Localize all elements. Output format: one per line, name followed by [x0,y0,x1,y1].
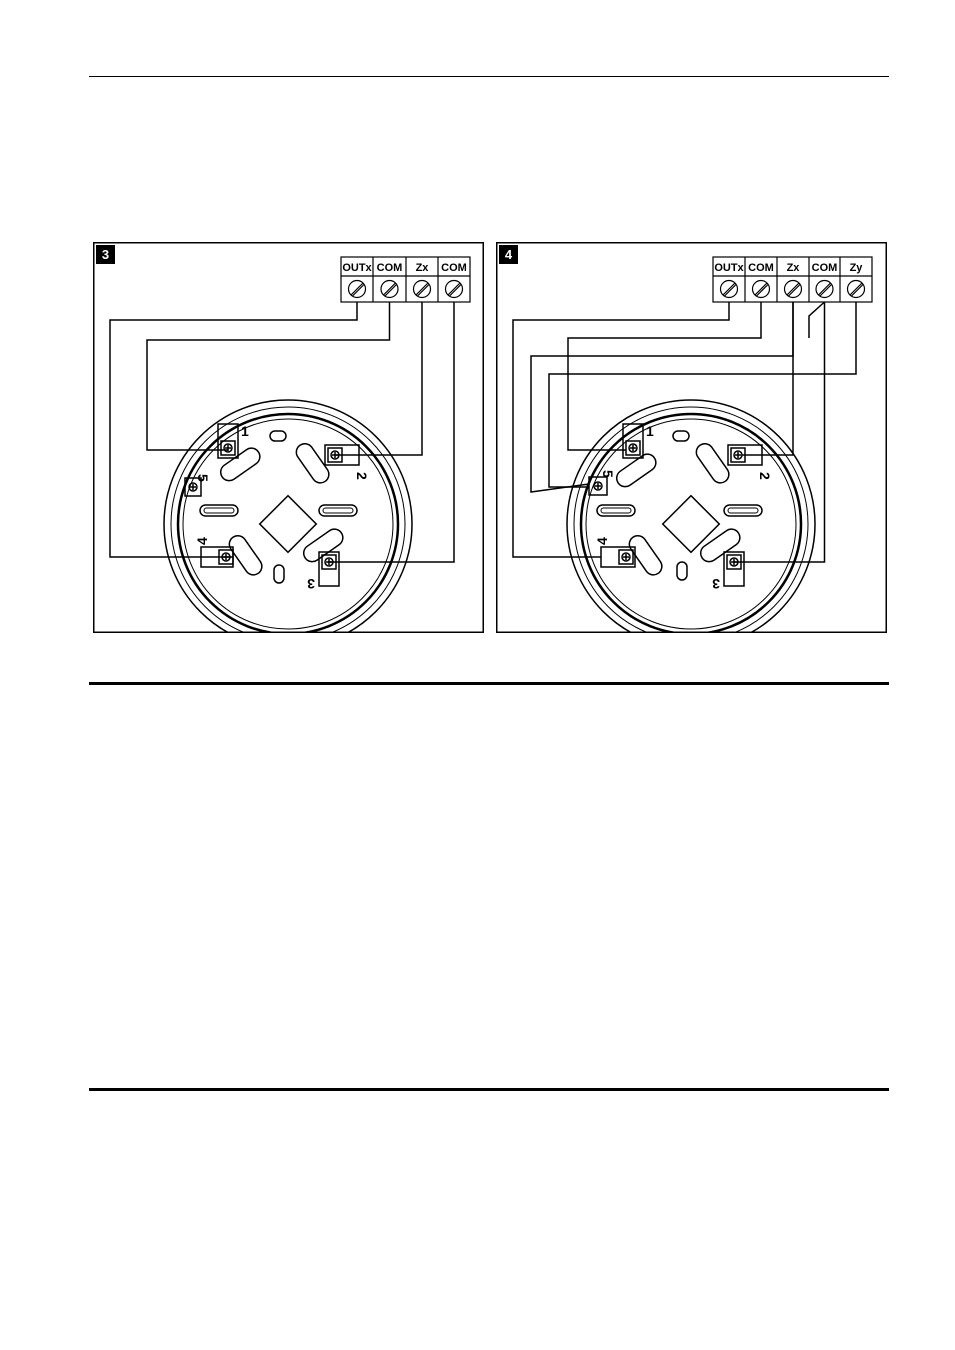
wiring [512,301,857,563]
wire-outx-to-pin4 [109,302,358,558]
terminal-label: OUTx [714,262,744,274]
section-rule [89,1088,889,1091]
wire-outx-to-pin4 [512,302,730,558]
terminal-screw-icon [444,279,464,299]
pin-5-terminal [588,476,608,496]
figure-number: 4 [505,247,513,262]
terminal-label: COM [748,262,774,274]
pin-2-terminal [727,444,763,466]
terminal-screw-icon [412,279,432,299]
pin-label: 3 [712,576,720,592]
wiring [109,302,455,563]
terminal-screw-icon [815,279,834,299]
terminal-label: Zx [787,262,801,274]
pin-5-terminal [184,477,202,497]
terminal-label: COM [812,262,838,274]
pin-1-terminal [622,423,644,459]
terminal-screw-icon [380,279,399,299]
wire-com-to-pin3 [734,302,826,563]
wire-zy-to-pin5 [548,302,857,488]
detector-base [566,399,816,633]
terminal-label: COM [377,262,403,274]
header-rule [89,76,889,77]
figure-frame [93,242,484,633]
pin-1-terminal [217,423,239,459]
terminal-label: COM [441,262,467,274]
wire-zx-to-pin2 [336,302,423,456]
figure-frame [496,242,887,633]
pin-4-terminal [200,546,234,568]
section-rule [89,682,889,685]
wiring-diagram-figure-3: 3 OUTx COM Zx COM [93,242,484,633]
pin-label: 2 [757,472,773,480]
figure-number: 3 [102,247,109,262]
detector-base [163,399,413,633]
terminal-screw-icon [347,279,367,299]
terminal-screw-icon [719,279,739,299]
pin-3-terminal [723,551,745,587]
wiring-diagram-figure-4: 4 OUTx COM Zx COM Zy [496,242,887,633]
pin-label: 1 [646,423,654,439]
pin-label: 3 [307,576,315,592]
terminal-screw-icon [751,279,771,299]
terminal-block: OUTx COM Zx COM Zy [712,256,873,303]
terminal-screw-icon [783,279,803,299]
terminal-screw-icon [846,279,866,299]
pin-3-terminal [318,551,340,587]
wire-zx-to-pin5 [530,302,794,493]
pin-label: 5 [195,474,211,482]
terminal-label: Zy [850,262,864,274]
pin-label: 1 [241,423,249,439]
pin-2-terminal [324,444,360,466]
pin-label: 2 [354,472,370,480]
pin-label: 4 [194,537,210,545]
terminal-block: OUTx COM Zx COM [340,256,471,303]
figure-number-badge: 4 [499,245,518,264]
pin-label: 4 [594,537,610,545]
pin-label: 5 [600,470,616,478]
terminal-label: Zx [416,262,430,274]
figure-number-badge: 3 [96,245,115,264]
wire-com-to-pin3 [328,302,455,563]
wire-com-branch [808,301,826,338]
wire-com-to-pin1 [567,302,762,451]
pin-4-terminal [600,546,636,568]
wire-com-to-pin1 [146,302,391,451]
terminal-label: OUTx [342,262,372,274]
